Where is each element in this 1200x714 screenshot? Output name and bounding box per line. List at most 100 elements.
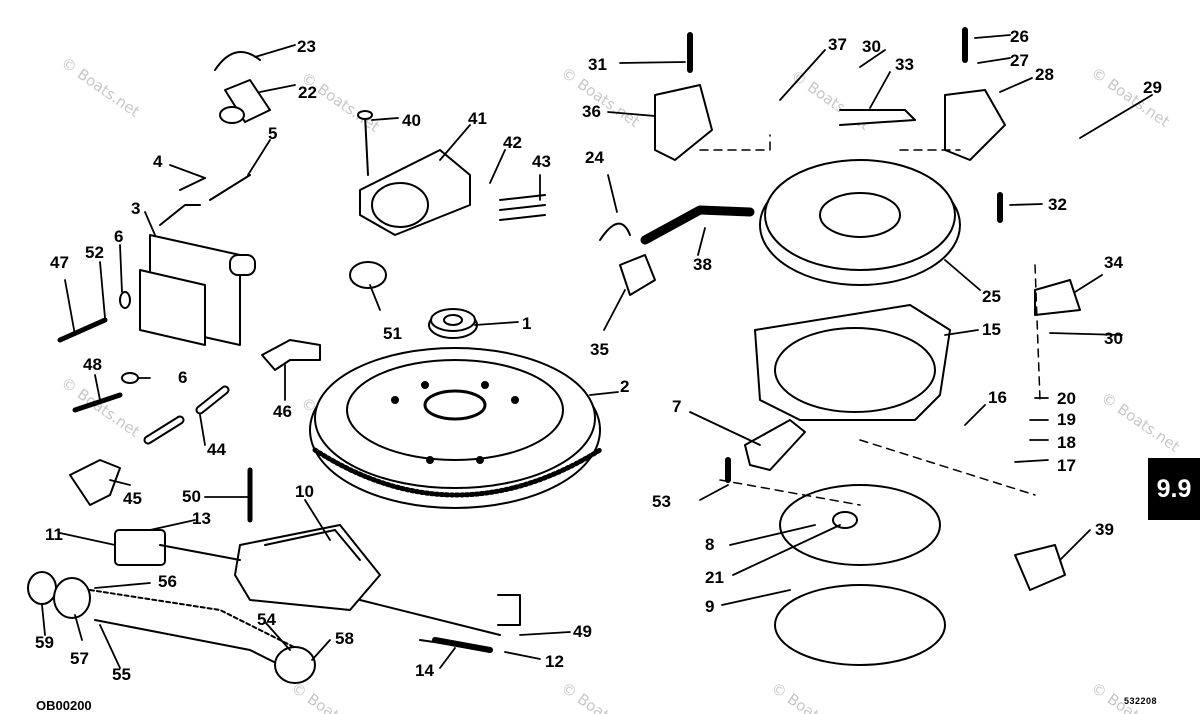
callout-number-1: 1 xyxy=(522,314,531,333)
watermark-text: © Boats.net xyxy=(768,679,853,714)
watermark-text: © Boats.net xyxy=(558,679,643,714)
callout-number-23: 23 xyxy=(297,37,316,56)
elbow-45-illustration xyxy=(69,459,121,506)
callout-number-59: 59 xyxy=(35,633,54,652)
callout-number-13: 13 xyxy=(192,509,211,528)
grommet-57-illustration xyxy=(53,577,91,619)
sensor-bracket-illustration xyxy=(357,110,471,236)
flywheel-illustration xyxy=(309,347,603,509)
lead-55-illustration xyxy=(94,619,281,666)
clip-23-illustration xyxy=(214,51,261,71)
callout-number-58: 58 xyxy=(335,629,354,648)
callout-number-18: 18 xyxy=(1057,433,1076,452)
callout-number-21: 21 xyxy=(705,568,724,587)
callout-number-46: 46 xyxy=(273,402,292,421)
callout-number-38: 38 xyxy=(693,255,712,274)
callout-number-47: 47 xyxy=(50,253,69,272)
clip-34-illustration xyxy=(1034,279,1081,316)
screw-48-illustration xyxy=(72,392,123,413)
callout-number-55: 55 xyxy=(112,665,131,684)
watermark-text: © Boats.net xyxy=(1098,389,1183,456)
callout-number-52: 52 xyxy=(85,243,104,262)
callout-number-15: 15 xyxy=(982,320,1001,339)
callout-number-26: 26 xyxy=(1010,27,1029,46)
sensor-39-illustration xyxy=(1014,544,1066,591)
callout-number-8: 8 xyxy=(705,535,714,554)
pins-43-illustration xyxy=(499,194,546,221)
coil-36-illustration xyxy=(654,84,713,161)
callout-number-11: 11 xyxy=(45,525,63,544)
watermark-text: © Boats.net xyxy=(58,54,143,121)
nut-59-illustration xyxy=(27,571,57,605)
washer-6b-illustration xyxy=(121,372,139,384)
watermark-text: © Boats.net xyxy=(298,69,383,136)
callout-number-49: 49 xyxy=(573,622,592,641)
callout-number-42: 42 xyxy=(503,133,522,152)
callout-number-28: 28 xyxy=(1035,65,1054,84)
callout-numbers: 1234566789101112131415161718192021222324… xyxy=(35,27,1162,684)
callout-number-57: 57 xyxy=(70,649,89,668)
coil-28-illustration xyxy=(944,89,1006,161)
callout-number-30: 30 xyxy=(862,37,881,56)
callout-number-19: 19 xyxy=(1057,410,1076,429)
callout-number-27: 27 xyxy=(1010,51,1029,70)
cam-7-illustration xyxy=(744,419,806,471)
callout-number-12: 12 xyxy=(545,652,564,671)
callout-number-44: 44 xyxy=(207,440,226,459)
clip-24-illustration xyxy=(599,222,631,241)
callout-number-22: 22 xyxy=(298,83,317,102)
callout-number-24: 24 xyxy=(585,148,604,167)
timer-base-illustration xyxy=(759,159,961,286)
callout-number-30: 30 xyxy=(1104,329,1123,348)
callout-number-32: 32 xyxy=(1048,195,1067,214)
callout-number-17: 17 xyxy=(1057,456,1076,475)
callout-number-56: 56 xyxy=(158,572,177,591)
callout-number-41: 41 xyxy=(468,109,487,128)
wire-terminals-illustration xyxy=(179,174,251,201)
callout-number-37: 37 xyxy=(828,35,847,54)
callout-number-6: 6 xyxy=(114,227,123,246)
drawing-code-left: OB00200 xyxy=(36,698,92,713)
lead-56-illustration xyxy=(89,589,301,651)
callout-number-20: 20 xyxy=(1057,389,1076,408)
section-tab: 9.9 xyxy=(1148,458,1200,520)
callout-number-53: 53 xyxy=(652,492,671,511)
callout-number-10: 10 xyxy=(295,482,314,501)
leader-lines xyxy=(41,34,1153,669)
callout-number-39: 39 xyxy=(1095,520,1114,539)
ignition-coil-illustration xyxy=(139,204,256,346)
callout-number-9: 9 xyxy=(705,597,714,616)
callout-number-14: 14 xyxy=(415,661,434,680)
callout-number-51: 51 xyxy=(383,324,402,343)
callout-number-6: 6 xyxy=(178,368,187,387)
hose-38-illustration xyxy=(640,205,755,245)
callout-number-4: 4 xyxy=(153,152,163,171)
connector-13-illustration xyxy=(114,529,166,566)
strap-33-illustration xyxy=(839,109,916,126)
callout-number-45: 45 xyxy=(123,489,142,508)
flywheel-nut-illustration xyxy=(428,308,478,339)
callout-number-34: 34 xyxy=(1104,253,1123,272)
washer-6a-illustration xyxy=(119,291,131,309)
watermark-text: © Boats.net xyxy=(1088,64,1173,131)
callout-number-54: 54 xyxy=(257,610,276,629)
line-drawing xyxy=(27,27,1153,684)
hose-46-illustration xyxy=(261,339,321,371)
ring-9-illustration xyxy=(774,584,946,666)
callout-number-43: 43 xyxy=(532,152,551,171)
callout-number-5: 5 xyxy=(268,124,277,143)
grommet-58-illustration xyxy=(274,646,316,684)
callout-number-33: 33 xyxy=(895,55,914,74)
callout-number-3: 3 xyxy=(131,199,140,218)
power-pack-illustration xyxy=(234,524,381,611)
callout-number-29: 29 xyxy=(1143,78,1162,97)
callout-number-40: 40 xyxy=(402,111,421,130)
callout-number-2: 2 xyxy=(620,377,629,396)
armature-plate-illustration xyxy=(754,304,951,421)
callout-number-35: 35 xyxy=(590,340,609,359)
callout-number-16: 16 xyxy=(988,388,1007,407)
plate-8-illustration xyxy=(779,484,941,566)
hub-21-illustration xyxy=(832,511,858,529)
screw-47-illustration xyxy=(57,317,108,343)
